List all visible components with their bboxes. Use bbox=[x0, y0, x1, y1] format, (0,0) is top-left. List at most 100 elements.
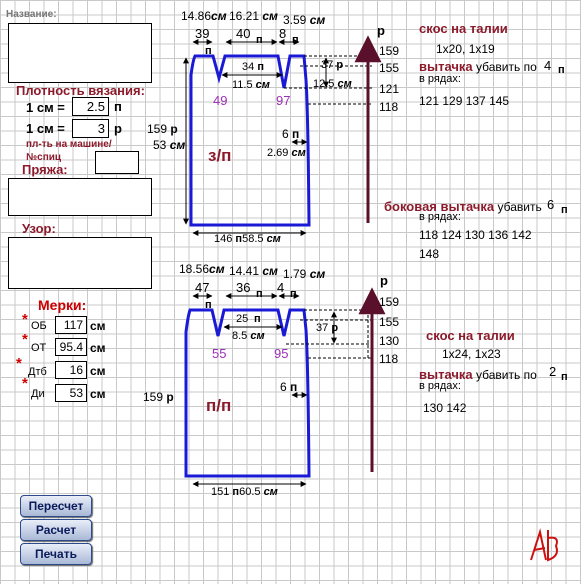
front-seg-right-unit: п bbox=[290, 288, 297, 300]
front-top-cm-right: 1.79 см bbox=[283, 267, 326, 281]
waist-slope-value-1: 1х20, 1х19 bbox=[436, 42, 495, 56]
needle-label: №спиц bbox=[26, 152, 62, 163]
front-row-mark: 130 bbox=[379, 334, 400, 348]
back-row-mark: 155 bbox=[379, 61, 400, 75]
rows-per-cm-input[interactable]: 3 bbox=[72, 119, 109, 138]
back-rows-axis-label: р bbox=[377, 23, 385, 38]
logo-icon bbox=[530, 528, 558, 562]
side-dart-num-unit: п bbox=[561, 204, 568, 216]
side-dart-info: боковая вытачка убавить bbox=[384, 199, 542, 214]
front-dart-width: 25 bbox=[236, 313, 249, 325]
measure-ob-input[interactable]: 117 bbox=[55, 316, 87, 334]
back-row-mark: 121 bbox=[379, 82, 400, 96]
back-top-cm-left: 14.86см bbox=[181, 9, 227, 23]
back-side-p: 6 п bbox=[282, 127, 300, 141]
required-star-icon: * bbox=[22, 331, 28, 348]
side-dart-num: 6 bbox=[547, 197, 555, 212]
measure-name: Дтб bbox=[28, 366, 47, 378]
front-dart-left-num: 55 bbox=[212, 346, 227, 361]
measure-ot-input[interactable]: 95.4 bbox=[55, 338, 87, 356]
back-height-rows: 159 р bbox=[147, 122, 178, 136]
measure-unit: см bbox=[90, 341, 106, 355]
front-piece-label: п/п bbox=[206, 396, 232, 415]
name-label: Название: bbox=[6, 9, 57, 20]
back-seg-right: 8 bbox=[279, 26, 287, 41]
back-outline bbox=[189, 54, 311, 227]
front-row-mark: 159 bbox=[379, 295, 400, 309]
back-seg-left: 39 bbox=[195, 26, 210, 41]
required-star-icon: * bbox=[22, 375, 28, 392]
per-cm-label-2: 1 см = bbox=[26, 121, 65, 136]
back-seg-right-unit: п bbox=[292, 34, 299, 46]
front-seg-mid: 36 bbox=[236, 280, 251, 295]
rows-list-2: 118 124 130 136 142 bbox=[419, 228, 532, 242]
yarn-field[interactable] bbox=[8, 178, 152, 216]
front-bottom: 151 п60.5 см bbox=[211, 486, 278, 498]
waist-slope-title-2: скос на талии bbox=[426, 328, 515, 343]
front-top-cm-left: 18.56см bbox=[179, 262, 225, 276]
measure-dtb-input[interactable]: 16 bbox=[55, 361, 87, 379]
back-dart-cm: 11.5 см bbox=[232, 79, 270, 91]
back-top-cm-mid: 16.21 см bbox=[229, 9, 278, 23]
back-side-cm: 2.69 см bbox=[267, 147, 306, 159]
back-seg-mid-unit: п bbox=[256, 34, 263, 46]
rows-unit: р bbox=[114, 121, 122, 136]
rows-list-3: 130 142 bbox=[423, 401, 467, 415]
calc-button[interactable]: Расчет bbox=[20, 519, 92, 541]
back-dart-depth-cm: 12.5 см bbox=[313, 78, 352, 90]
back-dart-depth: 37 р bbox=[321, 59, 344, 71]
yarn-label: Пряжа: bbox=[22, 162, 68, 177]
needle-input[interactable] bbox=[95, 151, 139, 174]
measures-title: Мерки: bbox=[38, 297, 87, 313]
pattern-label: Узор: bbox=[22, 221, 56, 236]
in-rows-label-3: в рядах: bbox=[419, 380, 461, 392]
dart-num-2: 2 bbox=[549, 364, 557, 379]
back-seg-mid: 40 bbox=[236, 26, 251, 41]
measure-unit: см bbox=[90, 364, 106, 378]
front-row-mark: 155 bbox=[379, 315, 400, 329]
front-dart-width-unit: п bbox=[254, 313, 261, 325]
recalc-button[interactable]: Пересчет bbox=[20, 495, 92, 517]
front-seg-left: 47 bbox=[195, 280, 210, 295]
rows-list-2b: 148 bbox=[419, 247, 440, 261]
logo-text: AB bbox=[530, 534, 531, 535]
loops-unit: п bbox=[114, 99, 122, 114]
front-row-mark: 118 bbox=[379, 352, 399, 366]
pattern-field[interactable] bbox=[8, 237, 152, 289]
waist-slope-title-1: скос на талии bbox=[419, 21, 508, 36]
back-dart-right-num: 97 bbox=[276, 93, 291, 108]
front-seg-right: 4 bbox=[277, 280, 285, 295]
measure-unit: см bbox=[90, 319, 106, 333]
back-row-mark: 118 bbox=[379, 100, 399, 114]
measure-name: ОТ bbox=[31, 342, 47, 354]
back-bottom: 146 п58.5 см bbox=[214, 233, 281, 245]
front-outline bbox=[184, 308, 311, 478]
front-seg-mid-unit: п bbox=[256, 288, 263, 300]
front-dart-depth: 37 р bbox=[316, 322, 339, 334]
dart-num-2-unit: п bbox=[561, 371, 568, 383]
machine-density-label: пл-ть на машине/ bbox=[26, 139, 112, 150]
back-top-cm-right: 3.59 см bbox=[283, 13, 326, 27]
name-field[interactable] bbox=[8, 23, 152, 83]
back-height-cm: 53 см bbox=[153, 138, 186, 152]
per-cm-label-1: 1 см = bbox=[26, 100, 65, 115]
front-dart-cm: 8.5 см bbox=[232, 330, 265, 342]
front-rows-axis-label: р bbox=[380, 273, 388, 288]
front-height-rows: 159 р bbox=[143, 390, 174, 404]
front-top-cm-mid: 14.41 см bbox=[229, 264, 278, 278]
rows-list-1: 121 129 137 145 bbox=[419, 94, 510, 108]
required-star-icon: * bbox=[22, 311, 28, 328]
measure-name: ОБ bbox=[31, 320, 47, 332]
measure-unit: см bbox=[90, 387, 106, 401]
front-seg-left-unit: п bbox=[205, 299, 212, 311]
print-button[interactable]: Печать bbox=[20, 543, 92, 565]
measure-di-input[interactable]: 53 bbox=[55, 384, 87, 402]
required-star-icon: * bbox=[16, 355, 22, 372]
measure-name: Ди bbox=[31, 388, 45, 400]
loops-per-cm-input[interactable]: 2.5 bbox=[72, 97, 109, 116]
density-title: Плотность вязания: bbox=[16, 83, 145, 98]
back-seg-left-unit: п bbox=[205, 45, 212, 57]
dart-num-1: 4 bbox=[544, 58, 552, 73]
back-dart-left-num: 49 bbox=[213, 93, 228, 108]
front-side-p: 6 п bbox=[280, 380, 298, 394]
